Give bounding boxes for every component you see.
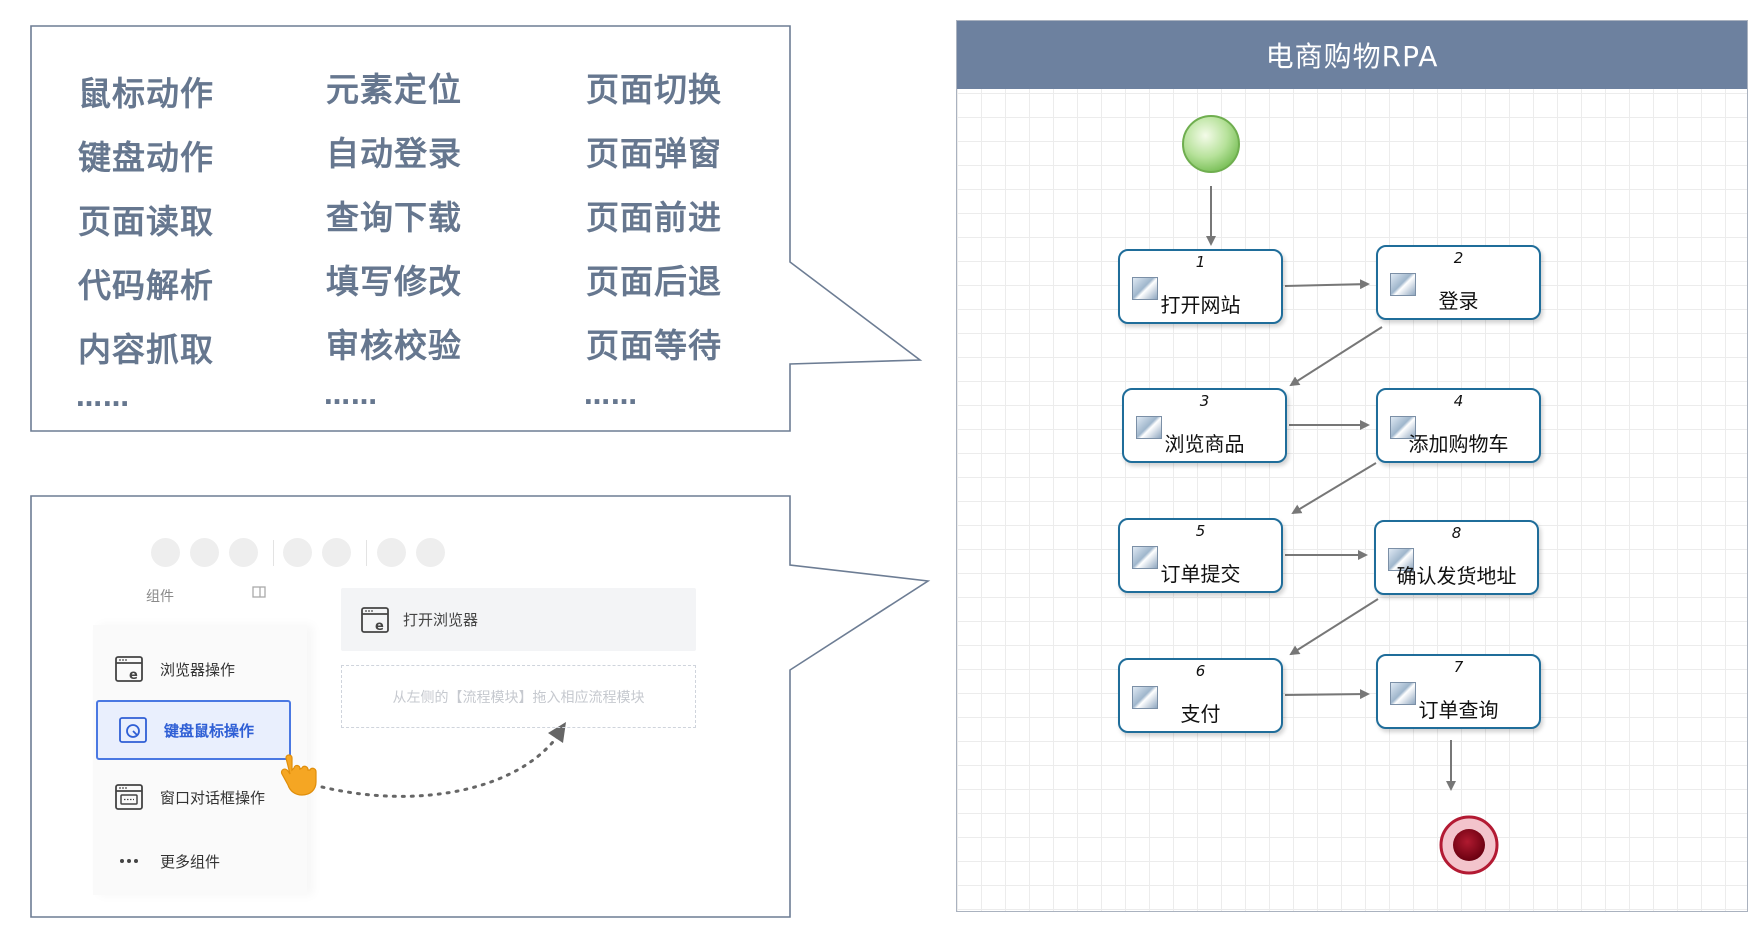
node-number: 1 [1195, 253, 1206, 271]
node-label: 打开网站 [1160, 293, 1241, 317]
node-label: 订单提交 [1160, 562, 1241, 586]
node-label: 确认发货地址 [1396, 564, 1517, 588]
capability-ellipsis: …… [584, 381, 638, 411]
end-node-core [1453, 829, 1485, 861]
node-image-icon [1390, 416, 1416, 439]
capability-item: 页面后退 [586, 262, 722, 301]
node-number: 2 [1453, 249, 1464, 267]
capability-item: 代码解析 [78, 266, 214, 305]
component-item-label: 浏览器操作 [160, 660, 236, 679]
canvas-step-label: 打开浏览器 [403, 611, 479, 629]
node-image-icon [1132, 277, 1158, 300]
browser-icon: e [359, 604, 391, 636]
capability-item: 页面读取 [78, 202, 214, 241]
flow-node-confirm-address[interactable]: 8 确认发货地址 [1374, 520, 1539, 595]
capability-item: 页面切换 [586, 70, 722, 109]
component-item-label: 键盘鼠标操作 [164, 721, 255, 740]
toolbar-dot[interactable] [151, 538, 180, 567]
flow-node-login[interactable]: 2 登录 [1376, 245, 1541, 320]
toolbar-dot[interactable] [190, 538, 219, 567]
flow-title-bar: 电商购物RPA [957, 21, 1747, 89]
capability-item: 自动登录 [326, 134, 462, 173]
capability-item: 审核校验 [326, 326, 462, 365]
drop-zone[interactable]: 从左侧的【流程模块】拖入相应流程模块 [341, 665, 696, 728]
component-header-label: 组件 [146, 589, 174, 605]
node-number: 6 [1195, 662, 1206, 680]
component-item-browser[interactable]: e 浏览器操作 [112, 648, 302, 690]
flow-title: 电商购物RPA [1265, 40, 1439, 73]
connector [1289, 326, 1383, 387]
connector [1291, 462, 1377, 515]
toolbar-dot[interactable] [283, 538, 312, 567]
node-number: 8 [1451, 524, 1462, 542]
node-image-icon [1132, 686, 1158, 709]
flow-node-order-query[interactable]: 7 订单查询 [1376, 654, 1541, 729]
node-label: 添加购物车 [1408, 432, 1509, 456]
component-item-label: 更多组件 [160, 852, 221, 871]
toolbar-divider [366, 540, 367, 566]
capability-item: 鼠标动作 [78, 74, 214, 113]
browser-icon: e [112, 652, 146, 686]
hand-pointer-icon [280, 748, 330, 798]
component-item-window-dialog[interactable]: 窗口对话框操作 [112, 776, 302, 818]
flow-connectors [1182, 115, 1499, 875]
node-label: 登录 [1438, 289, 1479, 313]
capability-callout [30, 25, 923, 432]
node-number: 7 [1453, 658, 1464, 676]
toolbar-dot[interactable] [416, 538, 445, 567]
component-item-keyboard-mouse[interactable]: 键盘鼠标操作 [96, 700, 291, 760]
capability-ellipsis: …… [324, 381, 378, 411]
capability-item: 键盘动作 [78, 138, 214, 177]
flow-node-submit-order[interactable]: 5 订单提交 [1118, 518, 1283, 593]
flow-node-open-site[interactable]: 1 打开网站 [1118, 249, 1283, 324]
dialog-window-icon [112, 780, 146, 814]
toolbar-dot[interactable] [229, 538, 258, 567]
node-label: 浏览商品 [1164, 432, 1245, 456]
flow-diagram: 电商购物RPA [956, 20, 1748, 912]
node-label: 支付 [1180, 702, 1221, 726]
drop-hint: 从左侧的【流程模块】拖入相应流程模块 [392, 689, 645, 706]
node-image-icon [1390, 273, 1416, 296]
svg-text:e: e [129, 668, 138, 683]
connector [1284, 279, 1370, 290]
node-image-icon [1388, 548, 1414, 571]
connector [1289, 598, 1379, 656]
mouse-click-icon [116, 713, 150, 747]
drag-path [320, 731, 562, 798]
node-number: 4 [1453, 392, 1464, 410]
more-dots-icon [112, 844, 146, 878]
node-label: 订单查询 [1418, 698, 1499, 722]
collapse-icon[interactable] [252, 585, 266, 603]
capability-ellipsis: …… [76, 383, 130, 413]
toolbar-divider [273, 540, 274, 566]
toolbar-dot[interactable] [322, 538, 351, 567]
component-item-label: 窗口对话框操作 [160, 788, 266, 807]
node-image-icon [1136, 416, 1162, 439]
toolbar-dot[interactable] [377, 538, 406, 567]
capability-item: 填写修改 [326, 262, 462, 301]
capability-item: 查询下载 [326, 198, 462, 237]
connector [1284, 689, 1370, 700]
flow-node-pay[interactable]: 6 支付 [1118, 658, 1283, 733]
node-image-icon [1132, 546, 1158, 569]
component-list-bg [93, 625, 307, 895]
node-number: 5 [1195, 522, 1206, 540]
canvas-step-open-browser[interactable]: e 打开浏览器 [341, 588, 696, 651]
start-node[interactable] [1182, 115, 1240, 173]
component-item-more[interactable]: 更多组件 [112, 840, 302, 882]
node-image-icon [1390, 682, 1416, 705]
svg-text:e: e [375, 619, 384, 634]
capability-item: 页面弹窗 [586, 134, 722, 173]
capability-item: 元素定位 [326, 70, 462, 109]
capability-item: 页面前进 [586, 198, 722, 237]
capability-item: 页面等待 [586, 326, 722, 365]
node-number: 3 [1199, 392, 1210, 410]
flow-node-add-cart[interactable]: 4 添加购物车 [1376, 388, 1541, 463]
capability-item: 内容抓取 [78, 330, 214, 369]
flow-node-browse[interactable]: 3 浏览商品 [1122, 388, 1287, 463]
